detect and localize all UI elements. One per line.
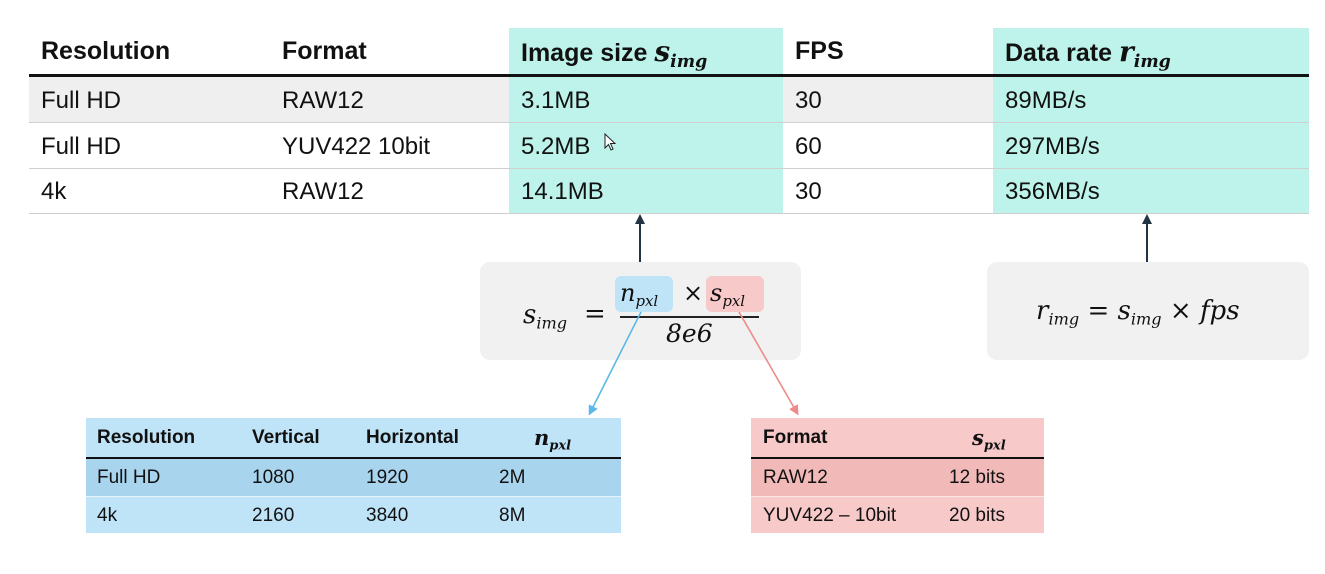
pixel-table-header-rule (86, 457, 621, 459)
cell-resolution: Full HD (41, 133, 122, 160)
cell-format: RAW12 (282, 87, 364, 114)
cell-fps: 60 (795, 133, 822, 160)
arrow-s-pxl-to-format-table (738, 311, 799, 416)
formula-times: × (683, 279, 704, 307)
pixel-header-vertical: Vertical (252, 427, 320, 448)
data-rate-formula-box (987, 262, 1309, 360)
row-1-background (29, 77, 509, 122)
header-format: Format (282, 37, 367, 65)
format-cell-format: YUV422 – 10bit (763, 505, 897, 526)
pixel-cell-horizontal: 1920 (366, 467, 409, 488)
cell-data-rate: 356MB/s (1005, 178, 1100, 205)
cell-data-rate: 297MB/s (1005, 133, 1100, 160)
format-table-row-divider (751, 496, 1044, 497)
formula-n-pxl: npxl (620, 279, 659, 311)
format-cell-bits: 12 bits (949, 467, 1005, 488)
pixel-cell-resolution: Full HD (97, 467, 161, 488)
cell-data-rate: 89MB/s (1005, 87, 1087, 114)
formula-size-lhs: simg (523, 300, 568, 333)
cell-format: RAW12 (282, 178, 364, 205)
header-rule (29, 74, 1309, 77)
pixel-header-n-pxl: npxl (534, 425, 572, 454)
header-resolution: Resolution (41, 37, 171, 65)
format-table-row-shade (751, 459, 1044, 496)
formula-s-pxl: spxl (710, 279, 745, 311)
data-rate-symbol: rimg (1118, 35, 1171, 73)
image-size-column-highlight (509, 28, 783, 214)
format-cell-bits: 20 bits (949, 505, 1005, 526)
header-data-rate-label: Data rate (1005, 39, 1112, 67)
pixel-cell-horizontal: 3840 (366, 505, 409, 526)
format-table-header-rule (751, 457, 1044, 459)
pixel-table-row-divider (86, 496, 621, 497)
cell-fps: 30 (795, 178, 822, 205)
header-fps: FPS (795, 37, 844, 65)
cell-resolution: Full HD (41, 87, 122, 114)
row-divider (29, 168, 1309, 169)
format-cell-format: RAW12 (763, 467, 828, 488)
cell-image-size: 14.1MB (521, 178, 604, 205)
pixel-cell-vertical: 2160 (252, 505, 295, 526)
n-pxl-highlight (615, 276, 673, 312)
pixel-cell-resolution: 4k (97, 505, 118, 526)
row-divider (29, 122, 1309, 123)
arrow-n-pxl-to-pixel-table (588, 311, 642, 416)
header-data-rate: Data rate rimg (1005, 35, 1171, 72)
pixel-header-resolution: Resolution (97, 427, 196, 448)
pixel-header-horizontal: Horizontal (366, 427, 459, 448)
row-1-background-fps (783, 77, 993, 122)
cell-fps: 30 (795, 87, 822, 114)
row-divider (29, 213, 1309, 214)
pixel-table-row-shade (86, 459, 621, 496)
pixel-cell-n: 2M (499, 467, 526, 488)
s-pxl-highlight (706, 276, 764, 312)
cell-image-size: 5.2MB (521, 133, 591, 160)
cell-format: YUV422 10bit (282, 133, 431, 160)
cell-image-size: 3.1MB (521, 87, 591, 114)
formula-size-equals: = (584, 299, 606, 329)
format-header-format: Format (763, 427, 828, 448)
cell-resolution: 4k (41, 178, 67, 205)
header-image-size: Image size simg (521, 35, 707, 72)
header-image-size-label: Image size (521, 39, 648, 67)
fraction-bar (620, 316, 759, 318)
pixel-cell-n: 8M (499, 505, 526, 526)
pixel-cell-vertical: 1080 (252, 467, 295, 488)
formula-denominator: 8e6 (666, 319, 713, 348)
mouse-cursor-icon (604, 133, 617, 151)
data-rate-column-highlight (993, 28, 1309, 214)
formula-rate: rimg = simg × fps (1036, 296, 1240, 329)
format-header-s-pxl: spxl (972, 425, 1006, 454)
image-size-symbol: simg (654, 35, 708, 73)
